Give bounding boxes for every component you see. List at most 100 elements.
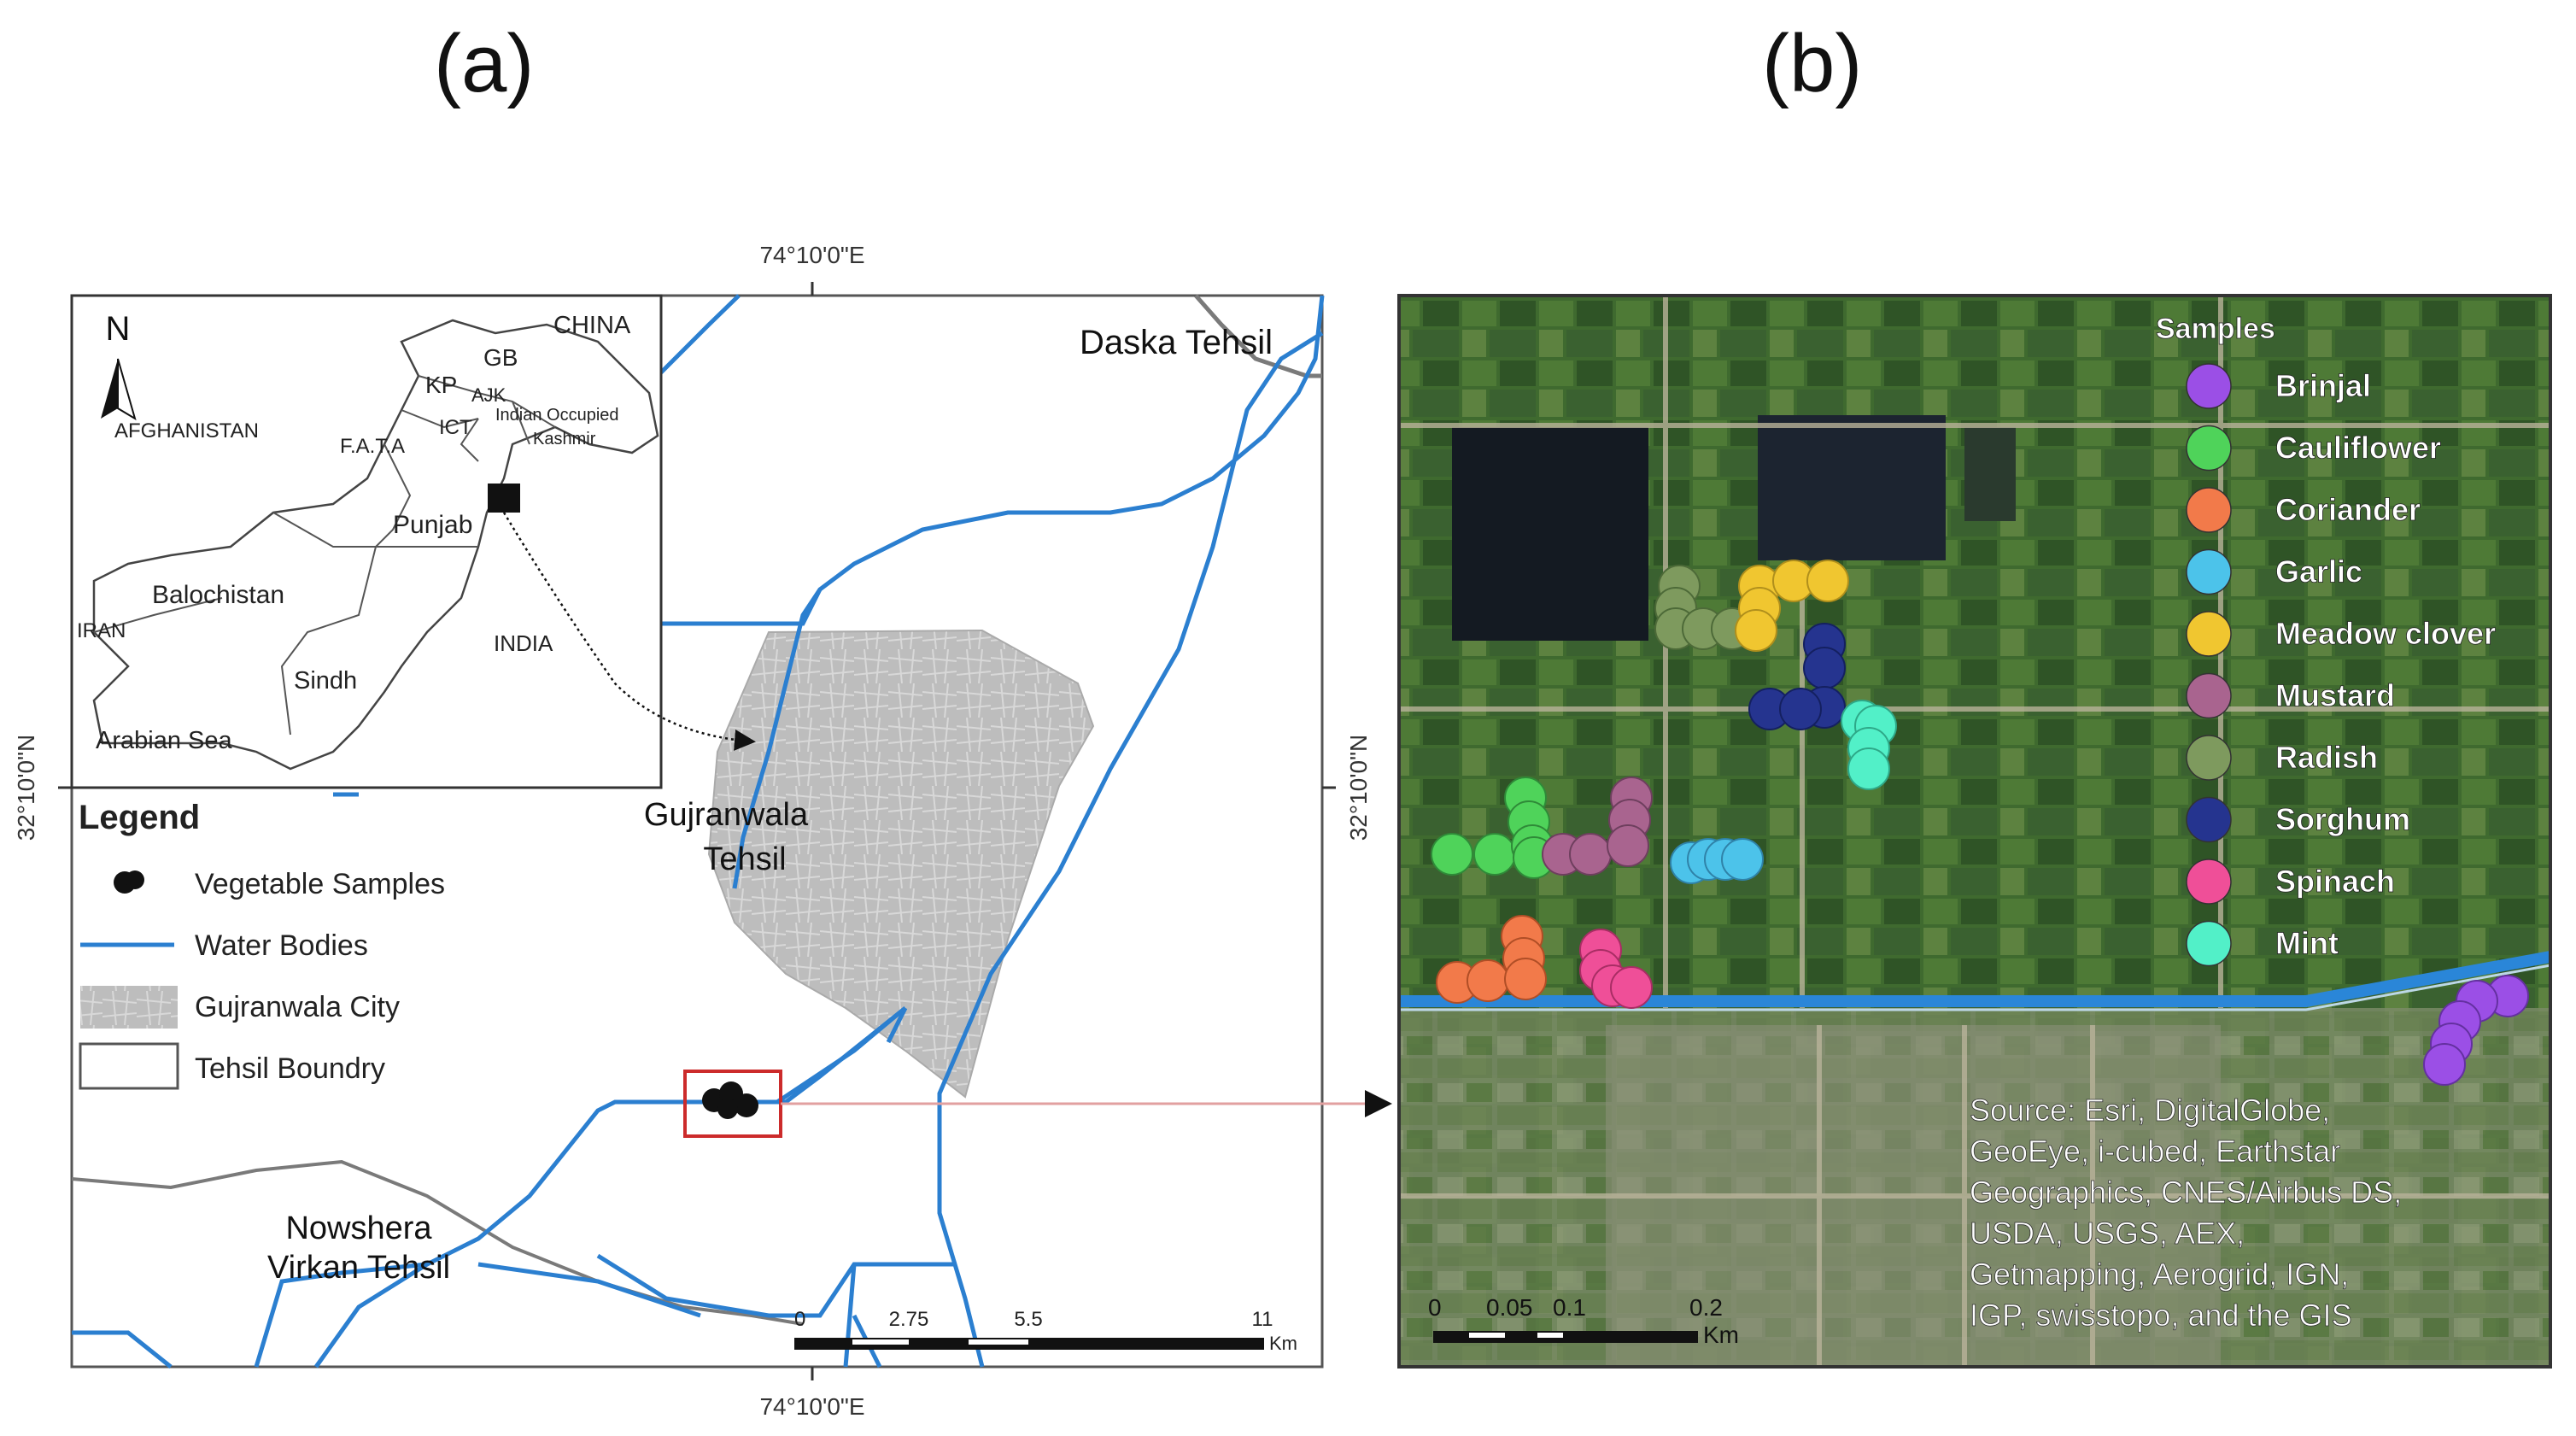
legend-b-swatch <box>2186 487 2232 533</box>
label-nowshera-2: Virkan Tehsil <box>267 1250 450 1286</box>
source-line: Getmapping, Aerogrid, IGN, <box>1970 1257 2349 1292</box>
panel-label-a: (a) <box>434 18 535 109</box>
label-ioc-2: Kashmir <box>533 430 596 448</box>
gujranwala-city-area <box>707 629 1095 1099</box>
legend-b-swatch <box>2186 859 2232 905</box>
legend-b-label: Mint <box>2275 926 2339 961</box>
samples-cauliflower <box>1431 777 1555 879</box>
legend-b-swatch <box>2186 920 2232 967</box>
samples-radish <box>1654 565 1753 650</box>
legend-a: Vegetable Samples Water Bodies Gujranwal… <box>79 868 445 1090</box>
label-ajk: AJK <box>471 384 506 406</box>
legend-a-item-boundary: Tehsil Boundry <box>79 1042 385 1090</box>
source-line: GeoEye, i-cubed, Earthstar <box>1970 1134 2340 1169</box>
legend-b-item-brinjal: Brinjal <box>2186 363 2371 409</box>
coord-bottom: 74°10'0"E <box>759 1393 864 1420</box>
legend-b-label: Radish <box>2275 740 2378 775</box>
legend-b-swatch <box>2186 735 2232 781</box>
legend-b-item-sorghum: Sorghum <box>2186 796 2410 843</box>
coord-right: 32°10'0"N <box>1345 735 1372 841</box>
label-gujranwala-1: Gujranwala <box>644 797 809 833</box>
samples-meadow-clover <box>1735 560 1849 652</box>
label-afghanistan: AFGHANISTAN <box>114 419 259 443</box>
legend-a-item-samples: Vegetable Samples <box>114 868 445 900</box>
label-china: CHINA <box>553 312 631 339</box>
label-kp: KP <box>425 372 457 398</box>
legend-a-item-city: Gujranwala City <box>80 986 400 1029</box>
legend-b-title: Samples <box>2156 313 2275 345</box>
label-arabian-sea: Arabian Sea <box>96 727 232 754</box>
legend-b-label: Brinjal <box>2275 368 2371 403</box>
legend-b-swatch <box>2186 611 2232 657</box>
source-line: USDA, USGS, AEX, <box>1970 1216 2245 1251</box>
samples-garlic <box>1670 838 1764 884</box>
tehsil-boundary-daska <box>1194 294 1322 378</box>
label-india: INDIA <box>494 630 553 656</box>
label-fata: F.A.T.A <box>340 435 405 458</box>
pond-1 <box>1452 427 1648 641</box>
samples-coriander <box>1436 915 1547 1004</box>
legend-b-label: Coriander <box>2275 492 2421 527</box>
svg-text:Tehsil Boundry: Tehsil Boundry <box>195 1052 385 1085</box>
label-balochistan: Balochistan <box>152 581 284 609</box>
svg-text:5.5: 5.5 <box>1014 1308 1042 1331</box>
map-a: 74°10'0"E 74°10'0"E 32°10'0"N 32°10'0"N <box>13 242 1392 1420</box>
scale-bar-a: 0 2.75 5.5 11 Km <box>794 1308 1297 1354</box>
legend-b-label: Meadow clover <box>2275 616 2496 651</box>
label-gb: GB <box>483 344 518 371</box>
legend-b-item-garlic: Garlic <box>2186 548 2362 595</box>
north-arrow-icon <box>101 359 118 419</box>
legend-b-item-mint: Mint <box>2186 920 2339 967</box>
legend-b-label: Spinach <box>2275 864 2395 899</box>
inset-arrow <box>502 512 756 751</box>
pakistan-outline <box>92 319 659 771</box>
legend-b-item-mustard: Mustard <box>2186 672 2395 719</box>
canal <box>1399 951 2552 1007</box>
source-line: Geographics, CNES/Airbus DS, <box>1970 1175 2402 1210</box>
svg-text:2.75: 2.75 <box>889 1308 929 1331</box>
legend-b-item-cauliflower: Cauliflower <box>2186 425 2441 472</box>
legend-b-item-radish: Radish <box>2186 735 2378 781</box>
label-nowshera-1: Nowshera <box>285 1210 432 1246</box>
samples-mint <box>1841 700 1897 790</box>
svg-text:Km: Km <box>1703 1322 1739 1348</box>
scale-bar-b: 0 0.05 0.1 0.2 Km <box>1428 1294 1739 1348</box>
vegetable-sample-cluster <box>702 1081 758 1119</box>
legend-b-swatch <box>2186 425 2232 472</box>
source-credit: Source: Esri, DigitalGlobe, GeoEye, i-cub… <box>1970 1093 2403 1333</box>
map-b-frame <box>1397 294 2552 1369</box>
label-daska-tehsil: Daska Tehsil <box>1080 324 1273 361</box>
svg-text:11: 11 <box>1252 1308 1273 1331</box>
source-line: IGP, swisstopo, and the GIS <box>1970 1298 2352 1333</box>
north-label: N <box>106 310 131 348</box>
svg-text:0: 0 <box>794 1308 805 1331</box>
svg-text:0: 0 <box>1428 1294 1442 1321</box>
legend-b-item-meadow-clover: Meadow clover <box>2186 611 2496 657</box>
legend-b-item-spinach: Spinach <box>2186 859 2395 905</box>
map-b: Samples BrinjalCauliflowerCorianderGarli… <box>1397 294 2552 1369</box>
sample-points <box>1431 560 2529 1086</box>
samples-sorghum <box>1748 623 1846 730</box>
tehsil-boundary-nowshera <box>71 1159 804 1326</box>
pond-2 <box>1758 415 1946 560</box>
source-line: Source: Esri, DigitalGlobe, <box>1970 1093 2330 1128</box>
legend-a-title: Legend <box>79 799 200 836</box>
legend-b-item-coriander: Coriander <box>2186 487 2421 533</box>
label-ict: ICT <box>439 416 472 439</box>
samples-spinach <box>1579 929 1653 1009</box>
connector-arrow-icon <box>1365 1090 1392 1117</box>
inset-labels: CHINA GB KP AJK Indian Occupied Kashmir … <box>77 312 631 754</box>
samples-mustard <box>1542 777 1653 876</box>
svg-text:0.05: 0.05 <box>1486 1294 1533 1321</box>
coord-top: 74°10'0"E <box>759 242 864 268</box>
legend-b-label: Cauliflower <box>2275 431 2441 466</box>
legend-a-item-water: Water Bodies <box>80 929 368 962</box>
province-boundaries <box>93 375 556 736</box>
legend-b-label: Garlic <box>2275 554 2362 589</box>
label-sindh: Sindh <box>294 667 357 695</box>
svg-text:Water Bodies: Water Bodies <box>195 929 368 962</box>
study-area-marker <box>488 484 520 513</box>
legend-b-swatch <box>2186 796 2232 843</box>
svg-text:Km: Km <box>1269 1333 1297 1354</box>
